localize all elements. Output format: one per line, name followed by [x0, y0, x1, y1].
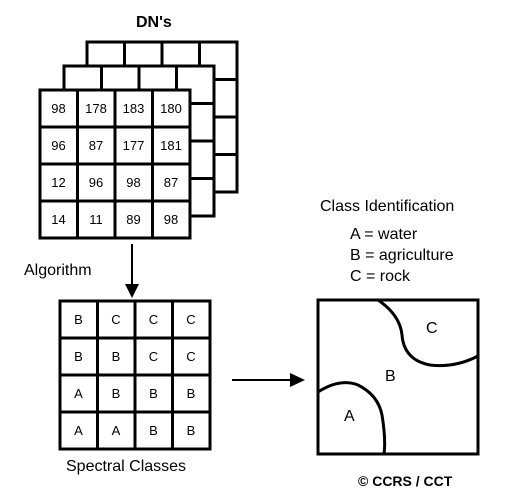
class-cell: B — [74, 349, 83, 364]
dn-cell: 98 — [51, 101, 66, 116]
dn-cell: 180 — [160, 101, 182, 116]
class-cell: C — [148, 312, 159, 327]
algorithm-label: Algorithm — [24, 262, 92, 279]
dn-cell: 183 — [122, 101, 145, 116]
class-cell: B — [186, 423, 196, 438]
dn-cell: 181 — [160, 138, 182, 153]
region-boundary-c — [377, 298, 479, 368]
dn-cell: 96 — [88, 175, 104, 190]
legend-item-water: A = water — [350, 226, 418, 243]
map-region-c: C — [426, 320, 438, 337]
class-cell: B — [111, 386, 121, 401]
dn-cell: 96 — [51, 138, 66, 153]
class-map — [316, 298, 480, 456]
dn-cell: 89 — [126, 212, 141, 227]
class-cell: C — [186, 349, 196, 364]
classification-arrow — [232, 373, 305, 387]
legend-item-rock: C = rock — [350, 268, 411, 285]
class-cell: B — [186, 386, 196, 401]
map-region-a: A — [344, 408, 355, 425]
class-cell: B — [149, 423, 158, 438]
region-boundary-a — [317, 381, 387, 455]
copyright-text: © CCRS / CCT — [358, 473, 453, 489]
dn-cell: 87 — [88, 138, 104, 153]
class-cell: B — [111, 349, 121, 364]
dn-cell: 12 — [51, 175, 66, 190]
legend-item-agriculture: B = agriculture — [350, 247, 454, 264]
class-cell: C — [148, 349, 159, 364]
class-identification-title: Class Identification — [320, 198, 455, 215]
class-cell: A — [74, 423, 83, 438]
dn-cell: 14 — [51, 212, 66, 227]
dn-cell: 98 — [126, 175, 141, 190]
spectral-classes-label: Spectral Classes — [66, 458, 187, 475]
dn-cell: 178 — [85, 101, 107, 116]
dn-label: DN's — [136, 14, 172, 31]
class-cell: B — [149, 386, 158, 401]
dn-cell: 98 — [163, 212, 179, 227]
dn-cell: 87 — [163, 175, 179, 190]
class-grid-lines — [58, 299, 212, 451]
class-cell: C — [186, 312, 196, 327]
class-cell: A — [74, 386, 83, 401]
dn-cell: 11 — [89, 212, 103, 227]
class-cell: C — [111, 312, 121, 327]
algorithm-arrow — [125, 244, 139, 298]
class-cell: B — [74, 312, 83, 327]
dn-cell: 177 — [122, 138, 145, 153]
map-region-b: B — [385, 368, 396, 385]
dn-layer-front — [38, 88, 192, 240]
class-cell: A — [111, 423, 121, 438]
